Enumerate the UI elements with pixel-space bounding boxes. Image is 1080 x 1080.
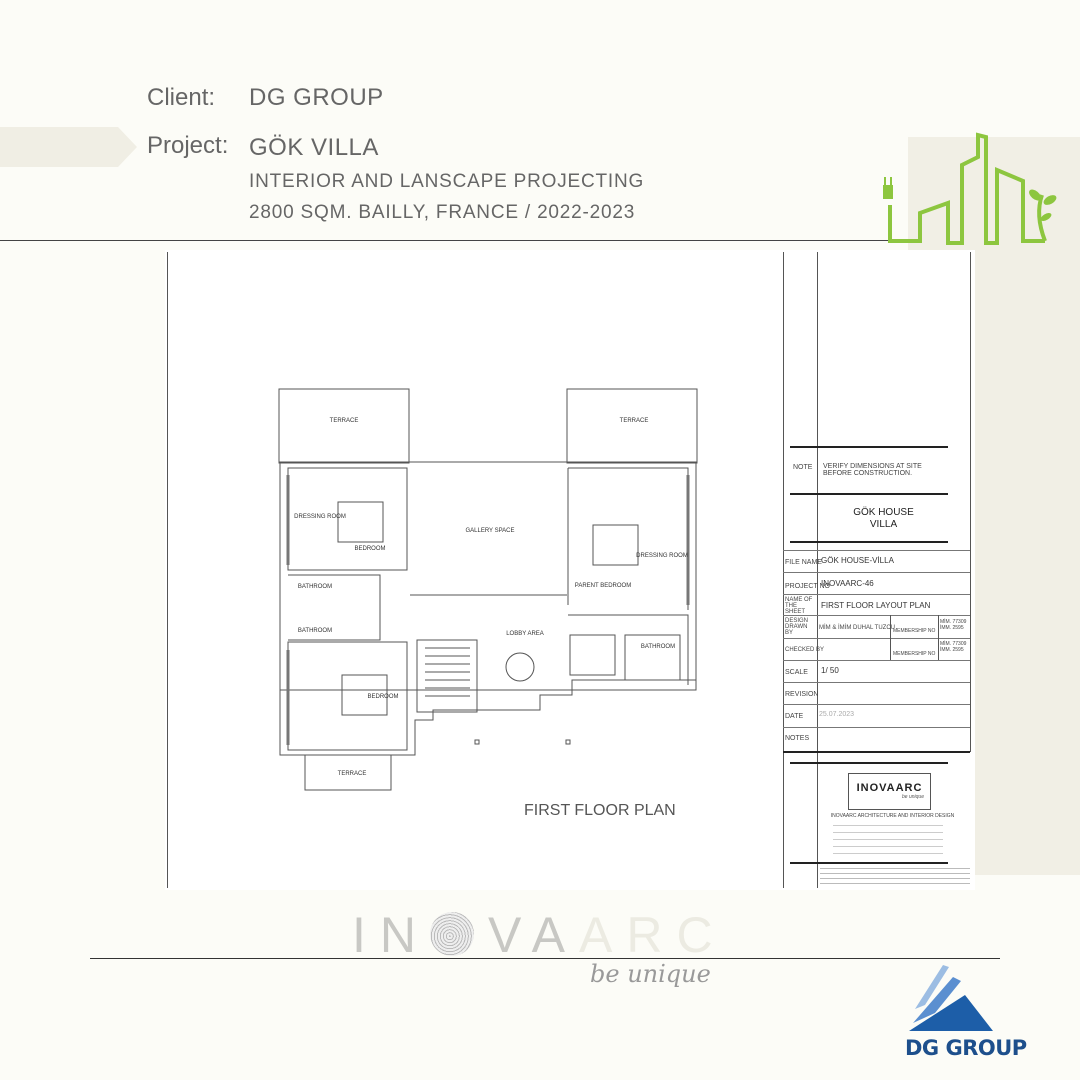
project-no-label: PROJECT NO: [785, 583, 830, 590]
project-value: GÖK VILLA: [249, 134, 379, 161]
firm-tagline: be unique: [902, 794, 924, 800]
green-city-icon: [883, 132, 1057, 245]
room-label-bathroom: BATHROOM: [641, 644, 675, 650]
tagline: be unique: [590, 960, 711, 988]
room-label-dressing: DRESSING ROOM: [636, 553, 688, 559]
project-description: INTERIOR AND LANSCAPE PROJECTING: [249, 171, 645, 192]
dg-group-logo-icon: [909, 965, 993, 1031]
client-value: DG GROUP: [249, 84, 384, 111]
sheet-value: FIRST FLOOR LAYOUT PLAN: [821, 601, 931, 610]
fingerprint-icon: [430, 912, 474, 956]
date-value: 25.07.2023: [819, 711, 855, 718]
project-name-line1: GÖK HOUSE: [853, 507, 914, 518]
file-name-label: FILE NAME: [785, 559, 822, 566]
room-label-bedroom: BEDROOM: [367, 694, 398, 700]
project-location: 2800 SQM. BAILLY, FRANCE / 2022-2023: [249, 202, 636, 223]
firm-logo-text: INOVAARC: [856, 782, 923, 794]
room-label-dressing: DRESSING ROOM: [294, 514, 346, 520]
membership-label: MEMBERSHIP NO: [893, 651, 936, 657]
client-label: Client:: [147, 84, 216, 111]
copyright-text: [820, 866, 970, 888]
header-arrow-band: [0, 127, 137, 167]
room-label-gallery: GALLERY SPACE: [465, 528, 514, 534]
membership-value: MİM. 77309 İMM. 2595: [940, 641, 967, 653]
floor-plan: TERRACE TERRACE TERRACE GALLERY SPACE PA…: [278, 388, 698, 791]
scale-label: SCALE: [785, 669, 808, 676]
date-label: DATE: [785, 713, 804, 720]
footer-divider: [90, 958, 1000, 959]
drawn-value: MİM & İMİM DUHAL TUZCU: [819, 625, 895, 631]
sheet-label: NAME OF THE SHEET: [785, 597, 813, 615]
room-label-lobby: LOBBY AREA: [506, 631, 544, 637]
room-label-terrace: TERRACE: [338, 771, 367, 777]
revision-label: REVISION: [785, 691, 819, 698]
note-label: NOTE: [793, 464, 813, 471]
title-block-border: [783, 252, 784, 888]
notes-label: NOTES: [785, 735, 810, 742]
room-label-terrace: TERRACE: [330, 418, 359, 424]
room-label-bathroom: BATHROOM: [298, 584, 332, 590]
file-name-value: GÖK HOUSE-VİLLA: [821, 556, 894, 565]
sheet-border-left: [167, 252, 168, 888]
room-label-bedroom: BEDROOM: [354, 546, 385, 552]
project-label: Project:: [147, 132, 229, 159]
room-label-terrace: TERRACE: [620, 418, 649, 424]
firm-info: INOVAARC ARCHITECTURE AND INTERIOR DESIG…: [830, 813, 955, 819]
project-no-value: INOVAARC-46: [821, 579, 874, 588]
drawn-label: DESIGN DRAWN BY: [785, 618, 809, 636]
room-label-parent-bedroom: PARENT BEDROOM: [575, 583, 631, 589]
firm-contact-text: [833, 822, 943, 854]
dg-group-logo-text: DG GROUP: [905, 1036, 1027, 1060]
membership-value: MİM. 77309 İMM. 2595: [940, 619, 967, 631]
project-name-line2: VILLA: [869, 519, 898, 530]
note-text: VERIFY DIMENSIONS AT SITE BEFORE CONSTRU…: [823, 463, 922, 477]
membership-label: MEMBERSHIP NO: [893, 628, 936, 634]
scale-value: 1/ 50: [821, 666, 839, 675]
header-divider: [0, 240, 890, 241]
terrace-bottom-outline: [304, 754, 392, 791]
terrace-left-outline: [278, 388, 410, 464]
checked-label: CHECKED BY: [785, 647, 825, 653]
title-block-right: [970, 252, 971, 752]
title-block-column: [817, 252, 818, 888]
room-label-bathroom: BATHROOM: [298, 628, 332, 634]
terrace-right-outline: [566, 388, 698, 464]
plan-title: FIRST FLOOR PLAN: [524, 802, 676, 819]
firm-logo-box: INOVAARC be unique: [848, 773, 931, 810]
